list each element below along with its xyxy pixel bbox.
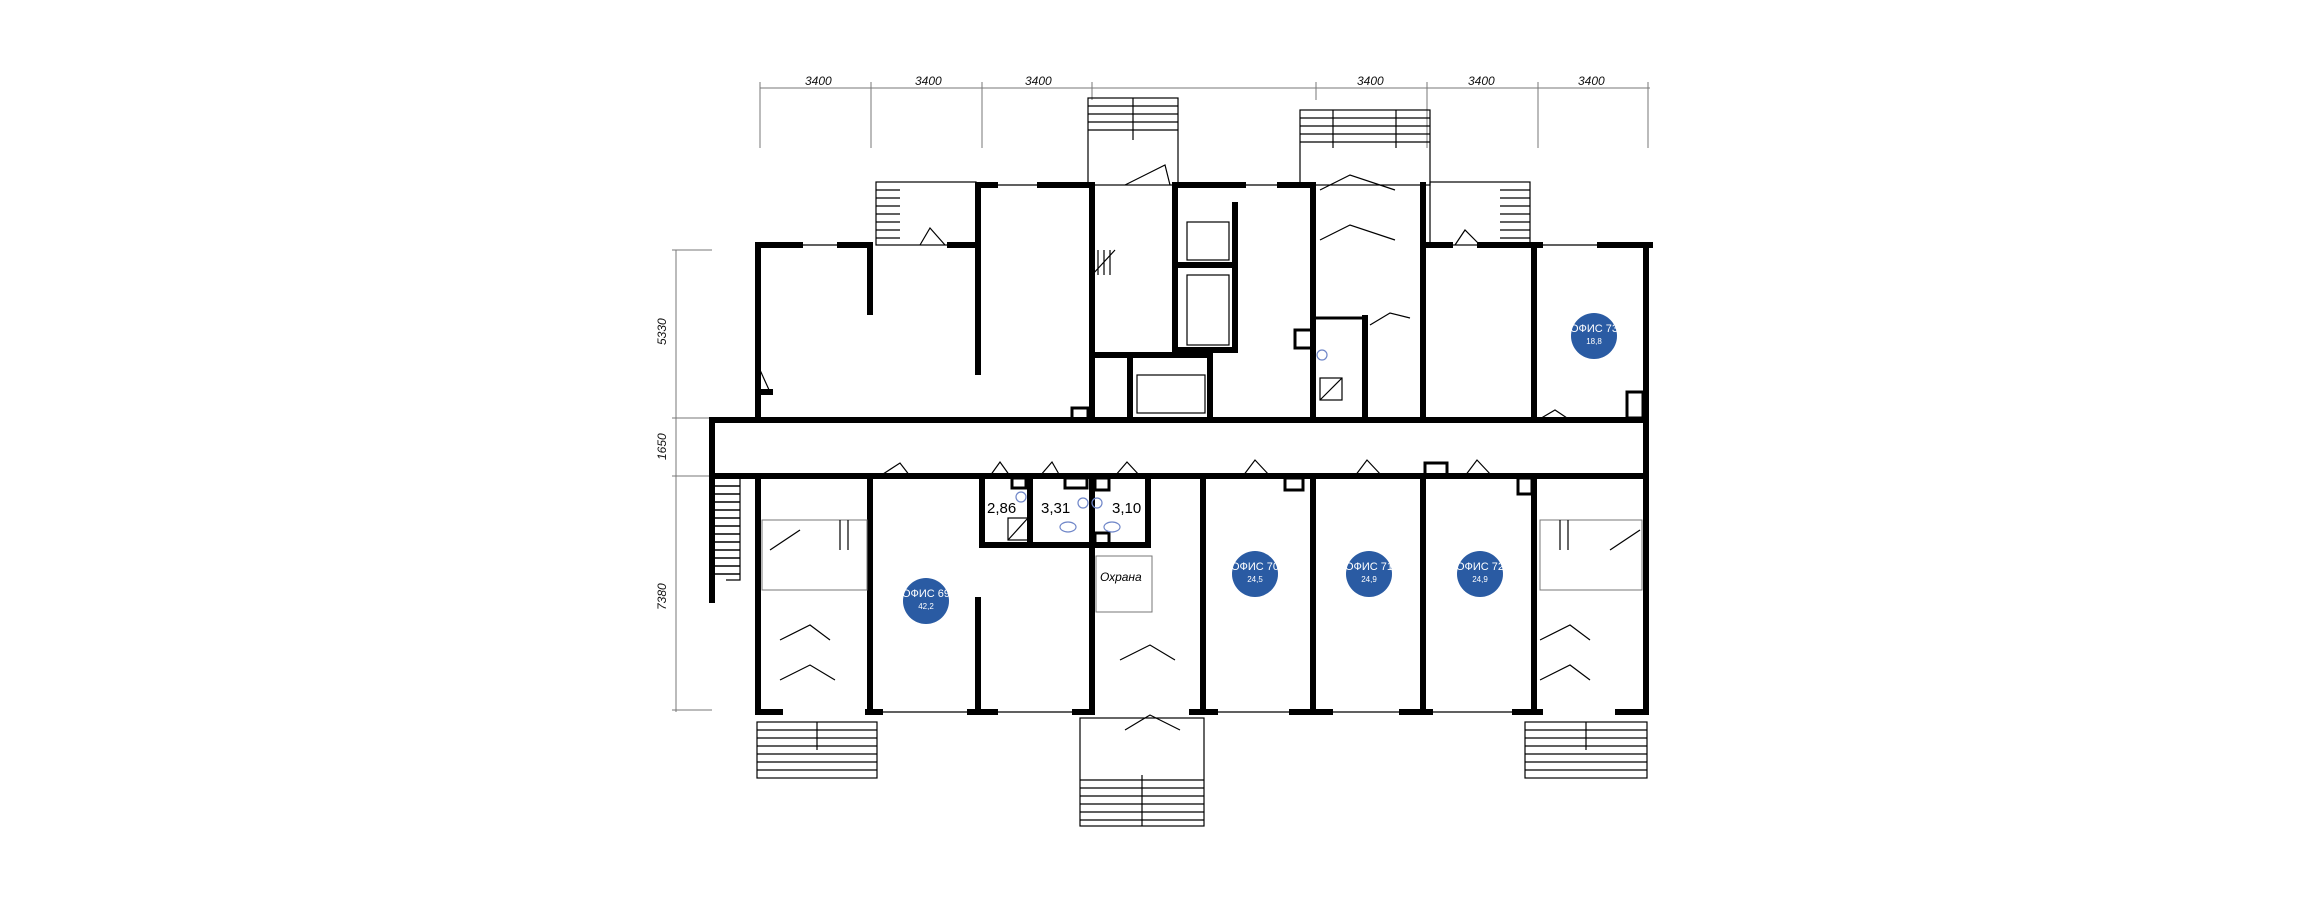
dim-top-3: 3400 xyxy=(1025,74,1052,88)
room-area-1: 2,86 xyxy=(987,500,1016,517)
security-label: Охрана xyxy=(1100,570,1142,584)
office-badge[interactable]: ОФИС 73 18,8 xyxy=(1570,313,1618,359)
office-area: 24,9 xyxy=(1472,575,1488,584)
dim-left-3: 7380 xyxy=(655,583,669,610)
office-badge[interactable]: ОФИС 70 24,5 xyxy=(1231,551,1279,597)
office-name: ОФИС 71 xyxy=(1345,561,1393,573)
office-name: ОФИС 73 xyxy=(1570,323,1618,335)
doors xyxy=(759,164,1591,731)
dim-top-5: 3400 xyxy=(1468,74,1495,88)
office-name: ОФИС 70 xyxy=(1231,561,1279,573)
left-dimension-line: 5330 1650 7380 xyxy=(655,249,712,712)
office-name: ОФИС 72 xyxy=(1456,561,1504,573)
windows xyxy=(800,184,1600,713)
office-area: 24,9 xyxy=(1361,575,1377,584)
dim-left-1: 5330 xyxy=(655,318,669,345)
room-area-2: 3,31 xyxy=(1041,500,1070,517)
interior-walls xyxy=(757,182,1645,715)
office-badge[interactable]: ОФИС 69 42,2 xyxy=(902,578,950,624)
top-dimension-line: 3400 3400 3400 3400 3400 3400 xyxy=(759,74,1650,148)
office-badge[interactable]: ОФИС 72 24,9 xyxy=(1456,551,1504,597)
office-area: 42,2 xyxy=(918,602,934,611)
stairs xyxy=(712,97,1648,827)
dim-left-2: 1650 xyxy=(655,433,669,460)
dim-top-2: 3400 xyxy=(915,74,942,88)
office-area: 18,8 xyxy=(1586,337,1602,346)
room-area-3: 3,10 xyxy=(1112,500,1141,517)
shafts xyxy=(1007,221,1343,541)
dim-top-4: 3400 xyxy=(1357,74,1384,88)
dim-top-1: 3400 xyxy=(805,74,832,88)
office-name: ОФИС 69 xyxy=(902,588,950,600)
office-badge[interactable]: ОФИС 71 24,9 xyxy=(1345,551,1393,597)
security-booth xyxy=(1095,555,1153,613)
sanitary-fixtures xyxy=(1015,349,1328,533)
office-area: 24,5 xyxy=(1247,575,1263,584)
dim-top-6: 3400 xyxy=(1578,74,1605,88)
